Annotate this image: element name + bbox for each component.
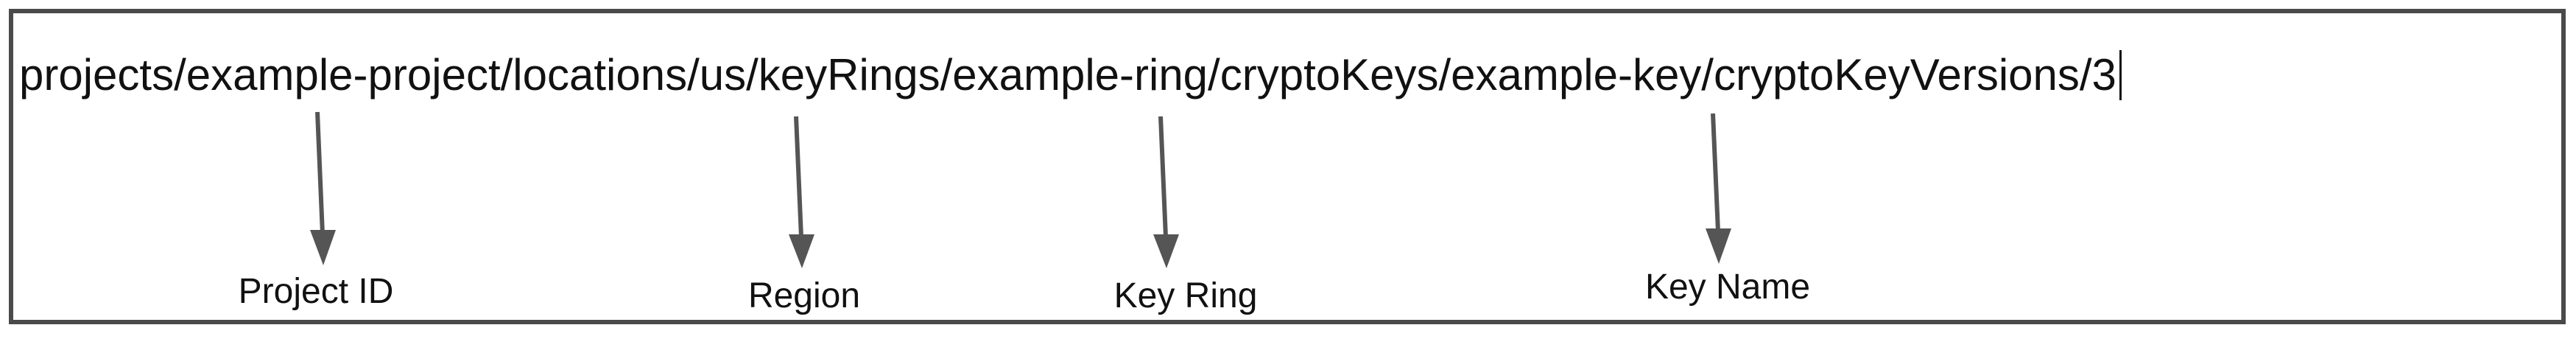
arrow-region: [789, 116, 814, 268]
resource-path-text: projects/example-project/locations/us/ke…: [19, 46, 2122, 105]
label-region: Region: [747, 276, 861, 315]
arrow-project-id: [310, 111, 336, 265]
arrow-key-name: [1706, 113, 1731, 264]
text-caret: [2119, 50, 2122, 100]
resource-path: projects/example-project/locations/us/ke…: [19, 50, 2116, 99]
label-project-id: Project ID: [238, 272, 394, 311]
label-key-ring: Key Ring: [1113, 276, 1258, 315]
label-key-name: Key Name: [1644, 268, 1811, 307]
diagram-frame: [9, 9, 2566, 324]
arrow-key-ring: [1153, 116, 1179, 268]
